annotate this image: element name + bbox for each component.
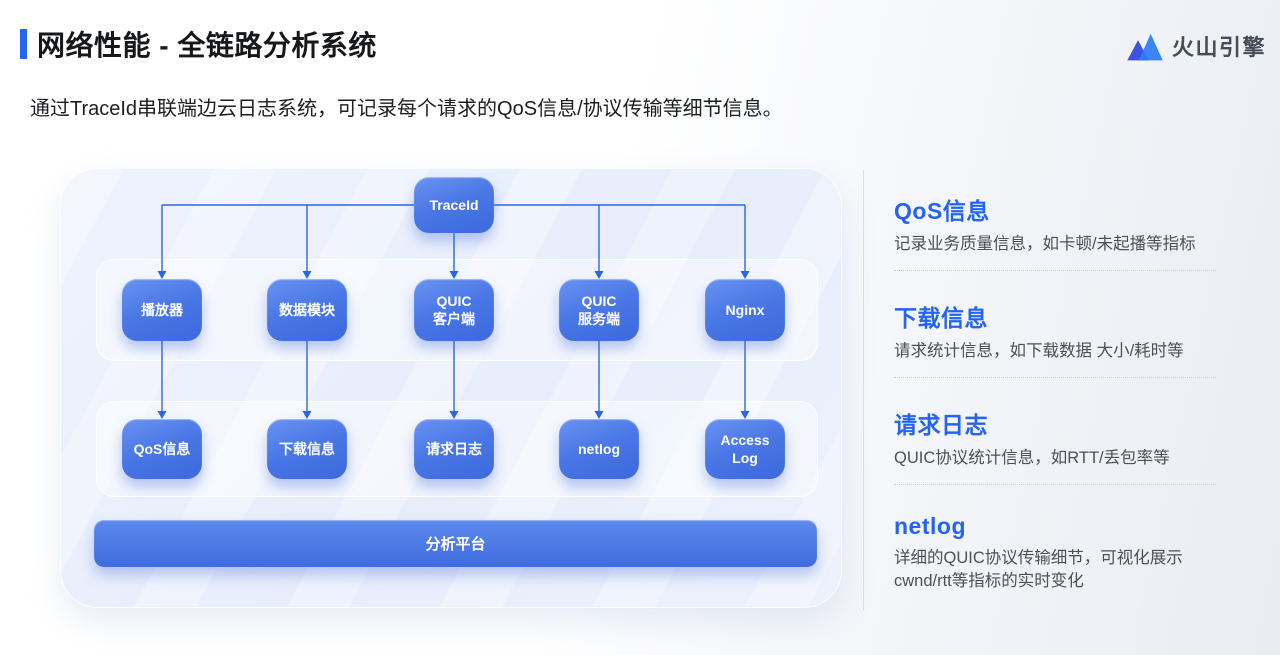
node-download-info: 下载信息 — [267, 419, 347, 479]
volcano-engine-logo: 火山引擎 — [1126, 30, 1266, 62]
volcano-logo-icon — [1127, 33, 1163, 60]
section-desc: QUIC协议统计信息，如RTT/丢包率等 — [894, 449, 1170, 468]
diagram-panel: TraceId 播放器 数据模块 QUIC 客户端 QUIC 服务端 Nginx… — [60, 168, 842, 608]
sidebar-section-download: 下载信息 请求统计信息，如下载数据 大小/耗时等 — [894, 299, 1216, 379]
node-traceid: TraceId — [414, 177, 494, 233]
node-access-log: Access Log — [705, 419, 785, 479]
section-title: netlog — [894, 513, 966, 540]
node-player: 播放器 — [122, 279, 202, 341]
node-quic-server: QUIC 服务端 — [559, 279, 639, 341]
node-netlog: netlog — [559, 419, 639, 479]
platform-bar: 分析平台 — [94, 520, 817, 567]
section-desc: 记录业务质量信息，如卡顿/未起播等指标 — [894, 235, 1196, 253]
page-header: 网络性能 - 全链路分析系统 — [20, 24, 377, 64]
section-title: 下载信息 — [894, 305, 988, 332]
sidebar-section-qos: QoS信息 记录业务质量信息，如卡顿/未起播等指标 — [894, 192, 1216, 272]
node-quic-client: QUIC 客户端 — [414, 279, 494, 341]
title-accent-bar — [20, 29, 27, 59]
section-desc: 请求统计信息，如下载数据 大小/耗时等 — [894, 342, 1184, 361]
section-title: QoS信息 — [894, 198, 990, 224]
node-nginx: Nginx — [705, 279, 785, 341]
section-desc: 详细的QUIC协议传输细节，可视化展示cwnd/rtt等指标的实时变化 — [894, 549, 1183, 591]
node-request-log: 请求日志 — [414, 419, 494, 479]
node-data-module: 数据模块 — [267, 279, 347, 341]
page-title: 网络性能 - 全链路分析系统 — [37, 30, 377, 61]
sidebar-section-request-log: 请求日志 QUIC协议统计信息，如RTT/丢包率等 — [894, 406, 1216, 486]
node-qos-info: QoS信息 — [122, 419, 202, 479]
intro-text: 通过TraceId串联端边云日志系统，可记录每个请求的QoS信息/协议传输等细节… — [30, 98, 783, 120]
logo-text: 火山引擎 — [1172, 35, 1267, 60]
sidebar-section-netlog: netlog 详细的QUIC协议传输细节，可视化展示cwnd/rtt等指标的实时… — [894, 513, 1216, 607]
sidebar: QoS信息 记录业务质量信息，如卡顿/未起播等指标 下载信息 请求统计信息，如下… — [863, 170, 1263, 610]
section-title: 请求日志 — [894, 412, 988, 439]
